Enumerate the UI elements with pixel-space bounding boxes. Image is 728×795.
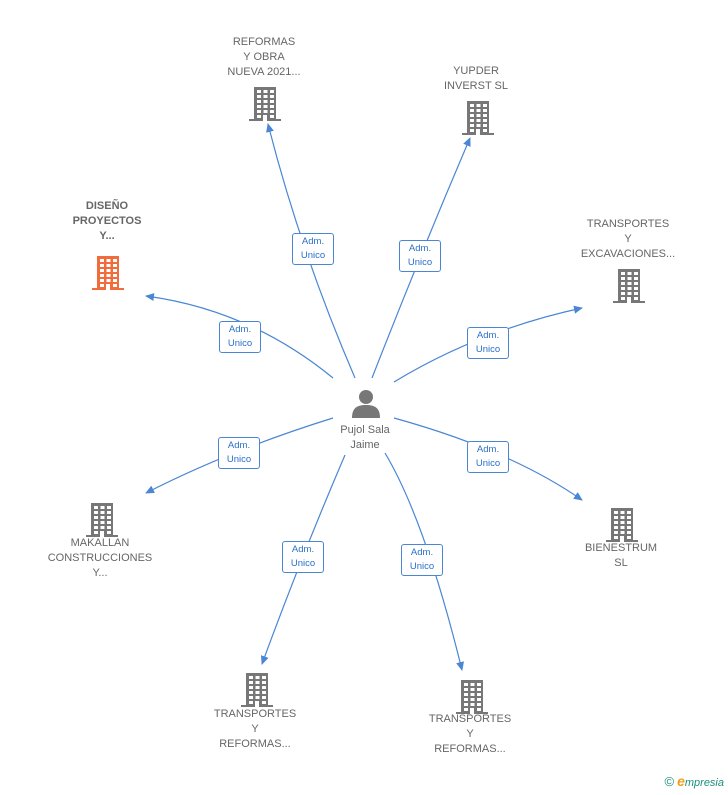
- role-badge-yupder: Adm. Unico: [399, 240, 441, 272]
- role-badge-line: Unico: [226, 454, 252, 465]
- company-label-line: CONSTRUCCIONES: [47, 552, 153, 564]
- company-label-line: BIENESTRUM: [584, 542, 658, 554]
- company-label-makallan[interactable]: MAKALLAN CONSTRUCCIONES Y...: [48, 536, 153, 581]
- building-icon: [92, 256, 124, 290]
- person-label-line: Jaime: [350, 439, 380, 451]
- footer-brand: ©empresia: [664, 773, 724, 789]
- building-icon: [613, 269, 645, 303]
- company-label-transportes-reformas-1[interactable]: TRANSPORTES Y REFORMAS...: [214, 707, 296, 752]
- building-icon: [86, 503, 118, 537]
- company-node-transportes-reformas-2[interactable]: [456, 680, 488, 719]
- company-label-line: YUPDER: [453, 65, 499, 77]
- person-icon: [352, 390, 380, 418]
- company-label-line: MAKALLAN: [70, 537, 130, 549]
- role-badge-line: Unico: [407, 257, 433, 268]
- company-label-line: Y: [251, 723, 259, 735]
- company-node-bienestrum[interactable]: [606, 508, 638, 547]
- edge-transportes-reformas-2: [384, 452, 464, 671]
- company-label-line: INVERST SL: [444, 80, 508, 92]
- company-label-line: Y...: [99, 230, 115, 242]
- role-badge-transportes-reformas-2: Adm. Unico: [401, 544, 443, 576]
- brand-name: mpresia: [684, 777, 724, 789]
- person-node[interactable]: [351, 388, 381, 423]
- building-icon: [241, 673, 273, 707]
- role-badge-line: Unico: [227, 338, 253, 349]
- company-label-line: Y: [466, 728, 474, 740]
- company-label-line: REFORMAS...: [219, 738, 291, 750]
- company-label-line: PROYECTOS: [72, 215, 142, 227]
- role-badge-line: Unico: [475, 458, 501, 469]
- role-badge-bienestrum: Adm. Unico: [467, 441, 509, 473]
- company-label-line: Y: [624, 233, 632, 245]
- copyright-symbol: ©: [664, 774, 675, 789]
- company-label-line: DISEÑO: [85, 200, 129, 212]
- role-badge-makallan: Adm. Unico: [218, 437, 260, 469]
- building-icon: [462, 101, 494, 135]
- company-label-diseno[interactable]: DISEÑO PROYECTOS Y...: [73, 199, 142, 244]
- role-badge-line: Adm.: [476, 330, 500, 341]
- role-badge-line: Unico: [300, 250, 326, 261]
- company-label-line: EXCAVACIONES...: [580, 248, 676, 260]
- person-label-line: Pujol Sala: [340, 424, 390, 436]
- role-badge-line: Adm.: [228, 324, 252, 335]
- company-node-diseno[interactable]: [92, 256, 124, 295]
- company-label-line: Y OBRA: [243, 51, 285, 63]
- building-icon: [456, 680, 488, 714]
- company-label-transportes-excavaciones[interactable]: TRANSPORTES Y EXCAVACIONES...: [581, 217, 675, 262]
- role-badge-line: Adm.: [476, 444, 500, 455]
- role-badge-line: Adm.: [291, 544, 315, 555]
- company-label-yupder[interactable]: YUPDER INVERST SL: [444, 64, 508, 94]
- company-label-line: TRANSPORTES: [586, 218, 670, 230]
- role-badge-line: Adm.: [301, 236, 325, 247]
- company-node-yupder[interactable]: [462, 101, 494, 140]
- role-badge-line: Adm.: [227, 440, 251, 451]
- company-label-line: NUEVA 2021...: [227, 66, 301, 78]
- company-label-line: Y...: [92, 567, 108, 579]
- company-label-line: TRANSPORTES: [428, 713, 512, 725]
- role-badge-line: Adm.: [408, 243, 432, 254]
- role-badge-line: Unico: [409, 561, 435, 572]
- company-node-transportes-excavaciones[interactable]: [613, 269, 645, 308]
- company-label-transportes-reformas-2[interactable]: TRANSPORTES Y REFORMAS...: [429, 712, 511, 757]
- role-badge-transportes-reformas-1: Adm. Unico: [282, 541, 324, 573]
- company-label-line: SL: [614, 557, 628, 569]
- role-badge-line: Adm.: [410, 547, 434, 558]
- building-icon: [249, 87, 281, 121]
- company-node-reformas-obra[interactable]: [249, 87, 281, 126]
- company-label-line: TRANSPORTES: [213, 708, 297, 720]
- company-label-bienestrum[interactable]: BIENESTRUM SL: [585, 541, 657, 571]
- role-badge-reformas-obra: Adm. Unico: [292, 233, 334, 265]
- company-label-reformas-obra[interactable]: REFORMAS Y OBRA NUEVA 2021...: [227, 35, 300, 80]
- role-badge-line: Unico: [290, 558, 316, 569]
- company-node-makallan[interactable]: [86, 503, 118, 542]
- role-badge-line: Unico: [475, 344, 501, 355]
- company-label-line: REFORMAS...: [434, 743, 506, 755]
- company-node-transportes-reformas-1[interactable]: [241, 673, 273, 712]
- building-icon: [606, 508, 638, 542]
- brand-initial: e: [677, 773, 685, 789]
- role-badge-transportes-excavaciones: Adm. Unico: [467, 327, 509, 359]
- company-label-line: REFORMAS: [232, 36, 296, 48]
- role-badge-diseno: Adm. Unico: [219, 321, 261, 353]
